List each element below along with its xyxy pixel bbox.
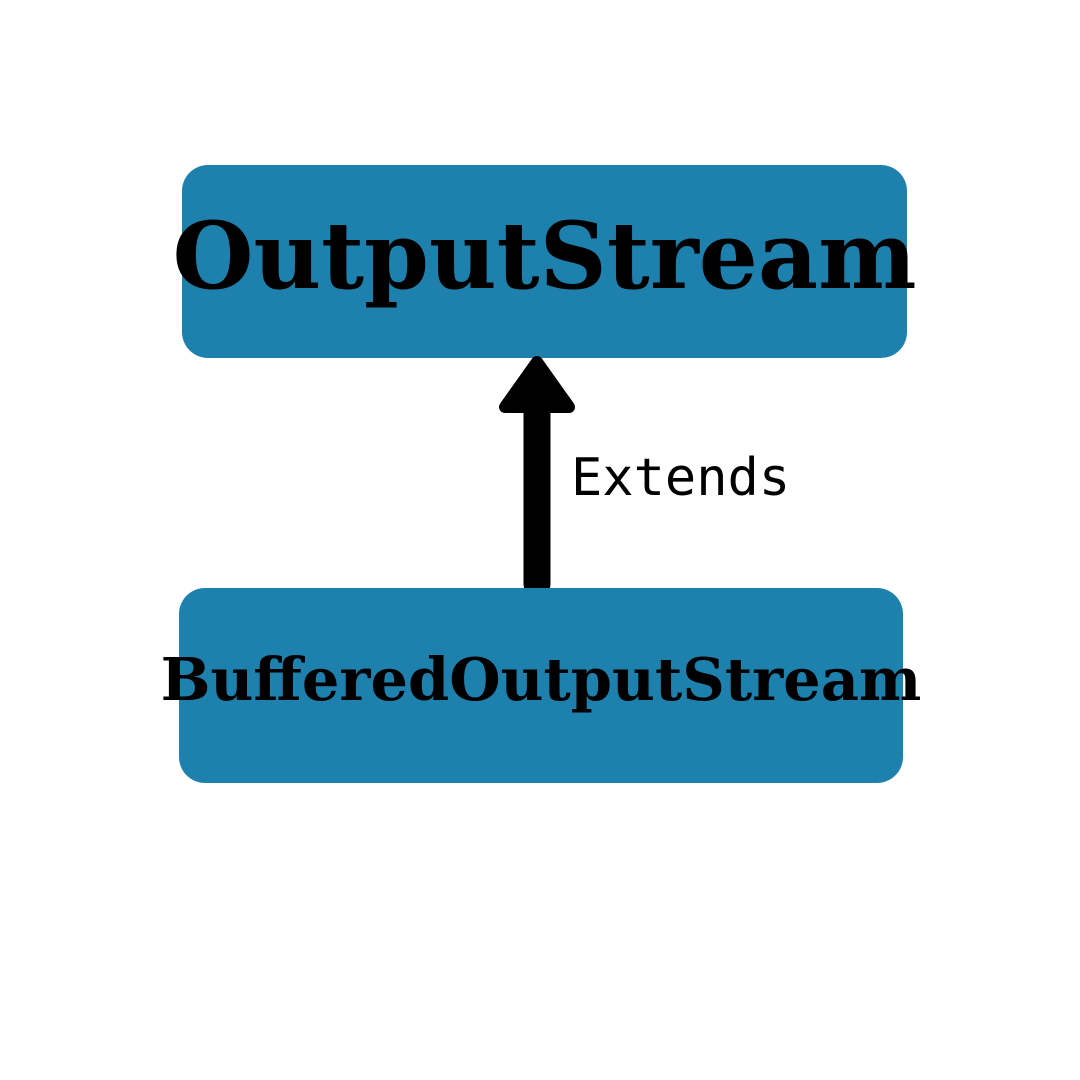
arrow-head bbox=[499, 356, 575, 413]
extends-edge-label: Extends bbox=[571, 448, 791, 508]
child-class-label: BufferedOutputStream bbox=[160, 645, 922, 714]
child-class-node: BufferedOutputStream bbox=[161, 588, 921, 783]
parent-class-label: OutputStream bbox=[172, 201, 917, 310]
parent-class-node: OutputStream bbox=[172, 165, 917, 358]
